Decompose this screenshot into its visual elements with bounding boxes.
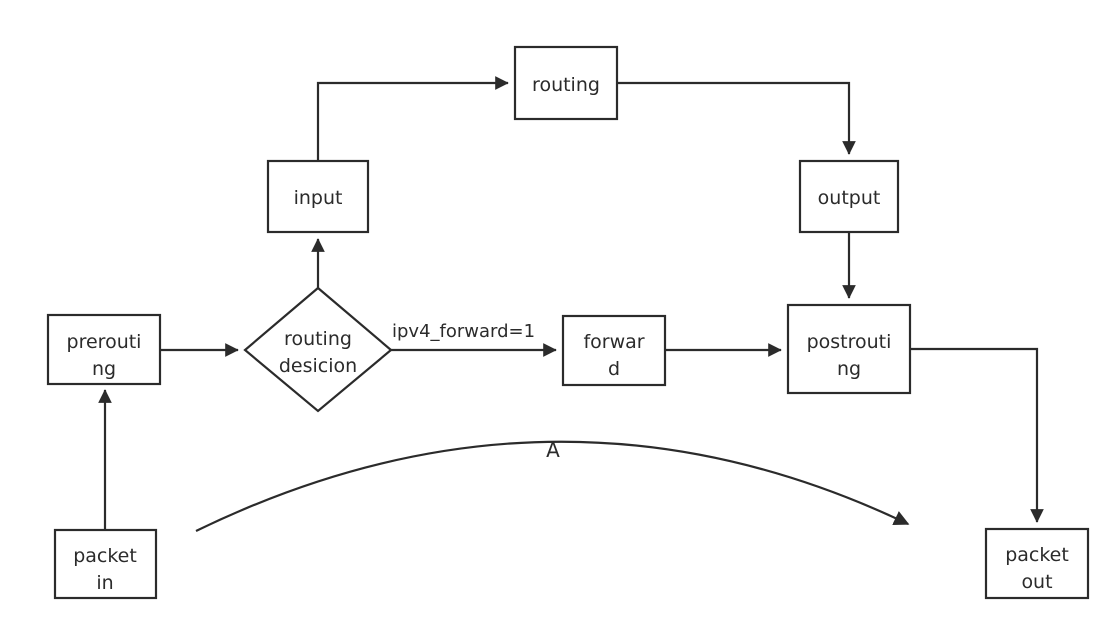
edge-label-arc-a: A [546,438,560,462]
node-input-label: input [294,187,343,209]
node-routing-desicion-label-line-1: routing [284,328,352,350]
edge-routing-output [617,81,856,155]
edge-label-ipv4-forward: ipv4_forward=1 [392,321,535,342]
node-postrouting-label-line-1: postrouti [807,331,892,353]
node-packet-in-label-line-1: packet [73,545,137,567]
edge-arc-a [195,440,910,532]
node-packet-out-label-line-1: packet [1005,544,1069,566]
node-prerouting-label-line-1: prerouti [67,331,142,353]
edge-postrouting-packetout [910,347,1044,523]
node-postrouting-label-line-2: ng [837,358,861,380]
node-forward[interactable]: forwar d [561,314,667,387]
node-routing-desicion[interactable]: routing desicion [243,286,393,413]
node-output[interactable]: output [798,159,900,234]
edge-input-routing [316,76,509,161]
node-prerouting-label-line-2: ng [92,358,116,380]
node-input[interactable]: input [266,159,370,234]
node-routing-label: routing [532,74,600,96]
node-routing-desicion-label-line-2: desicion [279,355,357,377]
node-forward-label-line-2: d [608,358,620,380]
node-output-label: output [818,187,881,209]
node-forward-label-line-1: forwar [583,331,644,353]
node-packet-in[interactable]: packet in [53,528,158,600]
node-packet-out[interactable]: packet out [984,527,1090,600]
node-postrouting[interactable]: postrouti ng [786,303,912,395]
node-routing[interactable]: routing [513,45,619,121]
node-packet-in-label-line-2: in [96,572,113,594]
node-prerouting[interactable]: prerouti ng [46,313,162,386]
node-packet-out-label-line-2: out [1021,571,1052,593]
